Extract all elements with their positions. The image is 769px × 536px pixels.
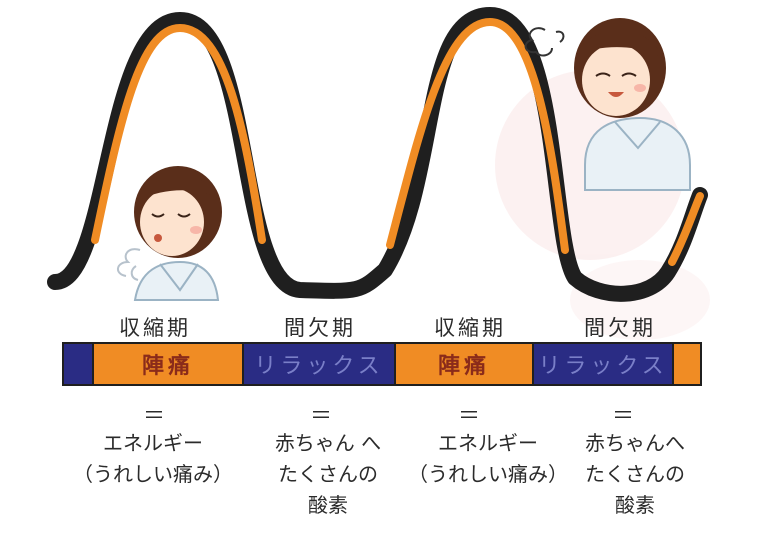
bar-segment-relax-1: リラックス bbox=[242, 344, 394, 384]
caption-contraction-1: エネルギー （うれしい痛み） bbox=[63, 428, 243, 490]
bar-segment-relax-2: リラックス bbox=[532, 344, 672, 384]
caption-line: 赤ちゃんへ bbox=[585, 431, 685, 455]
caption-contraction-2: エネルギー （うれしい痛み） bbox=[398, 428, 578, 490]
contraction-wave bbox=[47, 7, 708, 302]
caption-line: エネルギー bbox=[103, 431, 203, 455]
equals-sign-1: ＝ bbox=[143, 404, 166, 429]
bar-segment-pain-1: 陣痛 bbox=[92, 344, 242, 384]
caption-line: 赤ちゃん へ bbox=[274, 431, 382, 455]
caption-line: （うれしい痛み） bbox=[408, 462, 568, 486]
phase-label-contraction-1: 収縮期 bbox=[119, 316, 191, 340]
caption-line: （うれしい痛み） bbox=[73, 462, 233, 486]
caption-line: たくさんの bbox=[585, 462, 685, 486]
breath-puff-icon bbox=[117, 248, 141, 281]
equals-sign-2: ＝ bbox=[310, 404, 333, 429]
equals-sign-3: ＝ bbox=[458, 404, 481, 429]
caption-line: 酸素 bbox=[615, 493, 655, 517]
sigh-puff-icon bbox=[524, 27, 565, 57]
woman-breathing-icon bbox=[133, 166, 222, 301]
caption-interval-2: 赤ちゃんへ たくさんの 酸素 bbox=[545, 428, 725, 521]
caption-line: エネルギー bbox=[438, 431, 538, 455]
caption-line: 酸素 bbox=[308, 493, 348, 517]
phase-label-interval-1: 間欠期 bbox=[284, 316, 356, 340]
equals-sign-4: ＝ bbox=[612, 404, 635, 429]
phase-label-interval-2: 間欠期 bbox=[584, 316, 656, 340]
caption-line: たくさんの bbox=[278, 462, 378, 486]
phase-label-contraction-2: 収縮期 bbox=[434, 316, 506, 340]
bar-segment-pain-2: 陣痛 bbox=[394, 344, 532, 384]
bar-tail-segment bbox=[672, 344, 700, 384]
bar-lead-segment bbox=[64, 344, 92, 384]
caption-interval-1: 赤ちゃん へ たくさんの 酸素 bbox=[238, 428, 418, 521]
woman-relieved-icon bbox=[574, 18, 691, 191]
phase-timeline-bar: 陣痛 リラックス 陣痛 リラックス bbox=[62, 342, 702, 386]
